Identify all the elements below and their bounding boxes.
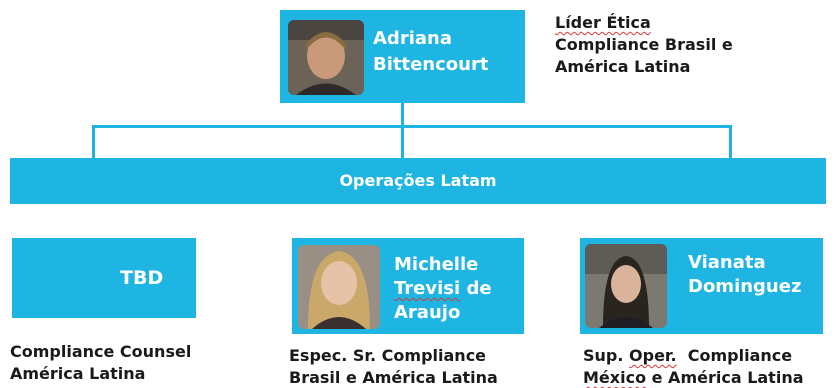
michelle-avatar-icon xyxy=(298,245,380,329)
member-role-michelle-line1: Espec. Sr. Compliance xyxy=(289,346,487,365)
member-role-vianata-line2: México e América Latina xyxy=(583,367,804,388)
member-role-vianata-oper: Oper. xyxy=(629,346,677,365)
member-name-michelle-surname: Trevisi xyxy=(394,278,461,299)
member-role-vianata-mexico: México xyxy=(583,368,647,387)
member-role-tbd-line2: América Latina xyxy=(10,364,146,383)
member-name-michelle-particle: de xyxy=(460,278,492,299)
leader-avatar-icon xyxy=(288,20,364,95)
member-box-vianata: Vianata Dominguez xyxy=(580,238,823,334)
member-name-michelle-line2: Trevisi de xyxy=(394,278,492,300)
leader-title-line3: América Latina xyxy=(555,57,691,76)
connector-left-drop xyxy=(92,125,95,160)
member-name-vianata-line2: Dominguez xyxy=(688,276,802,297)
member-role-vianata-line1: Sup. Oper. Compliance xyxy=(583,345,792,366)
connector-horizontal xyxy=(92,125,732,128)
member-box-tbd: TBD xyxy=(12,238,196,318)
member-name-michelle-line1: Michelle xyxy=(394,254,479,275)
member-name-vianata-line1: Vianata xyxy=(688,252,766,273)
connector-vertical-top xyxy=(401,103,404,127)
leader-box: Adriana Bittencourt xyxy=(280,10,525,103)
department-bar: Operações Latam xyxy=(10,158,826,204)
department-label: Operações Latam xyxy=(339,171,497,190)
leader-title-line1: Líder Ética xyxy=(555,12,651,33)
member-role-vianata-compliance: Compliance xyxy=(676,346,793,365)
leader-title-line2: Compliance Brasil e xyxy=(555,35,733,54)
connector-center-drop xyxy=(401,125,404,160)
leader-title-word: Líder Ética xyxy=(555,13,651,32)
leader-name-line2: Bittencourt xyxy=(373,54,489,75)
michelle-photo xyxy=(298,245,380,329)
member-role-michelle-line2: Brasil e América Latina xyxy=(289,368,498,387)
member-role-vianata-prefix: Sup. xyxy=(583,346,630,365)
member-box-michelle: Michelle Trevisi de Araujo xyxy=(292,238,524,334)
member-name-tbd: TBD xyxy=(120,267,164,289)
leader-photo xyxy=(288,20,364,95)
vianata-avatar-icon xyxy=(585,244,667,328)
connector-right-drop xyxy=(729,125,732,160)
member-role-tbd-line1: Compliance Counsel xyxy=(10,342,192,361)
vianata-photo xyxy=(585,244,667,328)
member-name-michelle-line3: Araujo xyxy=(394,302,461,323)
leader-name-line1: Adriana xyxy=(373,28,452,49)
member-role-vianata-region: e América Latina xyxy=(646,368,804,387)
